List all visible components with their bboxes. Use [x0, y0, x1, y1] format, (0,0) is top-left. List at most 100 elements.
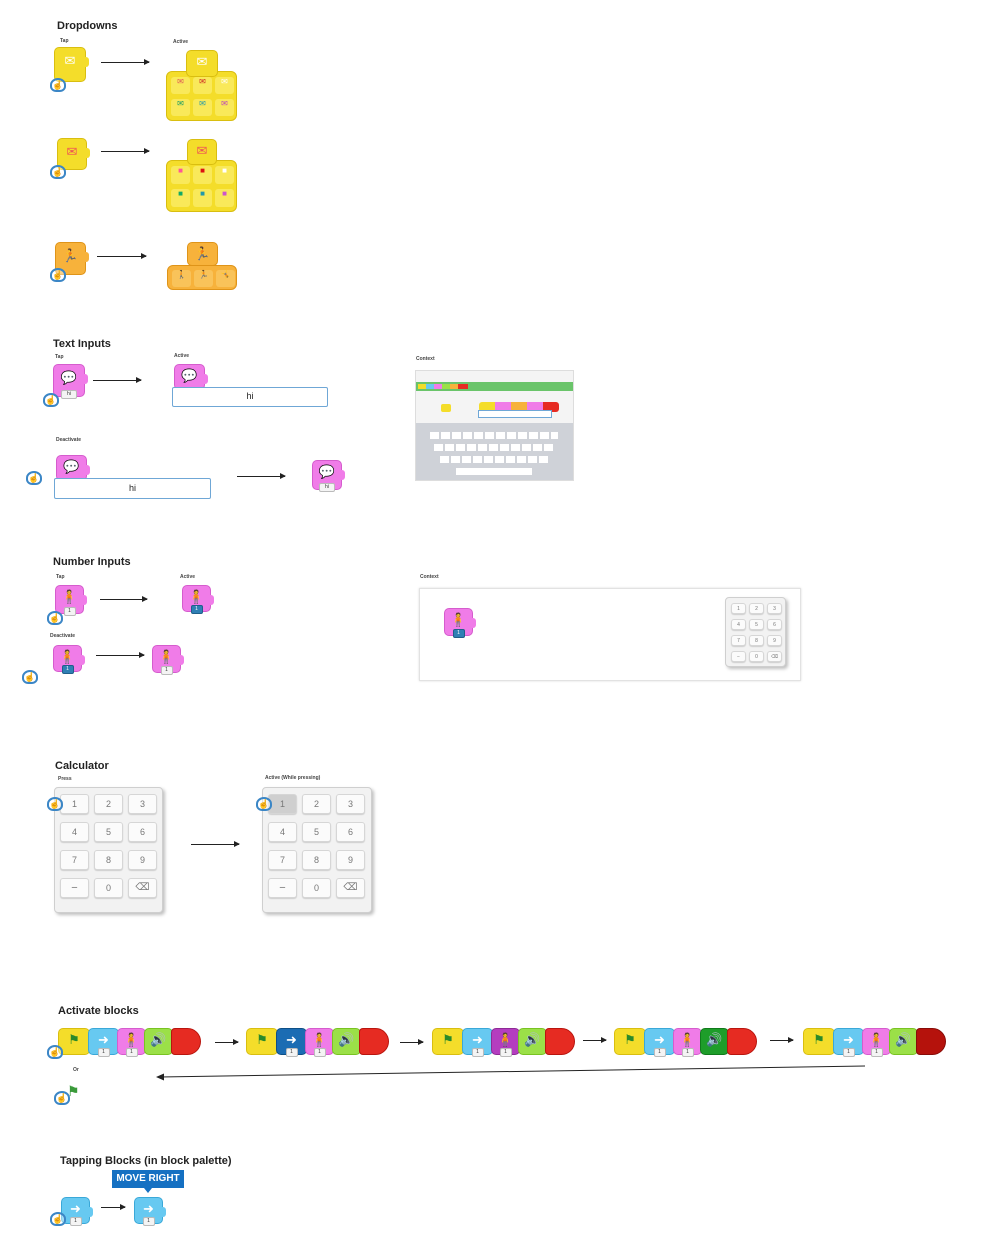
envelope-option[interactable]: ✉	[215, 99, 234, 116]
envelope-option[interactable]: ✉	[215, 77, 234, 94]
move-right-block[interactable]: ➜1	[833, 1028, 864, 1057]
up-block-value[interactable]: 1	[870, 1048, 883, 1057]
end-block[interactable]	[545, 1028, 575, 1055]
tap-hand-icon: ☝	[26, 471, 42, 485]
envelope-option[interactable]: ✉	[193, 77, 212, 94]
key-6[interactable]: 6	[336, 822, 365, 842]
green-flag-block[interactable]: ⚑	[58, 1028, 90, 1055]
key-6[interactable]: 6	[128, 822, 157, 842]
green-flag-block[interactable]: ⚑	[432, 1028, 464, 1055]
key-1-pressed[interactable]: 1	[268, 794, 297, 814]
key-4[interactable]: 4	[268, 822, 297, 842]
key-7[interactable]: 7	[60, 850, 89, 870]
message-option[interactable]: ■	[215, 166, 234, 184]
green-flag-block[interactable]: ⚑	[246, 1028, 278, 1055]
say-block-result[interactable]: 💬 hi	[312, 460, 345, 492]
envelope-option[interactable]: ✉	[171, 77, 190, 94]
message-option[interactable]: ■	[171, 189, 190, 207]
sound-block[interactable]: 🔊	[518, 1028, 547, 1055]
up-block[interactable]: 🧍1	[862, 1028, 891, 1057]
green-flag-block[interactable]: ⚑	[614, 1028, 646, 1055]
sound-block[interactable]: 🔊	[332, 1028, 361, 1055]
move-right-block-active[interactable]: ➜1	[276, 1028, 307, 1057]
say-block[interactable]: 💬 hi	[53, 364, 88, 399]
move-right-block-value[interactable]: 1	[653, 1048, 666, 1057]
move-right-block[interactable]: ➜1	[88, 1028, 119, 1057]
move-right-block-value[interactable]: 1	[69, 1217, 82, 1226]
key-4[interactable]: 4	[60, 822, 89, 842]
key-3[interactable]: 3	[128, 794, 157, 814]
move-right-block[interactable]: ➜1	[462, 1028, 493, 1057]
up-block-value[interactable]: 1	[499, 1048, 512, 1057]
message-option[interactable]: ■	[171, 166, 190, 184]
say-block-result-value[interactable]: hi	[319, 483, 335, 492]
key-minus[interactable]: −	[268, 878, 297, 898]
move-right-block-value[interactable]: 1	[97, 1048, 110, 1057]
key-7[interactable]: 7	[268, 850, 297, 870]
key-8[interactable]: 8	[94, 850, 123, 870]
key-8[interactable]: 8	[302, 850, 331, 870]
key-backspace[interactable]: ⌫	[336, 878, 365, 898]
envelope-icon: ✉	[64, 53, 76, 68]
key-9[interactable]: 9	[128, 850, 157, 870]
motion-option[interactable]: 🏃	[194, 270, 213, 287]
key-3[interactable]: 3	[336, 794, 365, 814]
envelope-option[interactable]: ✉	[193, 99, 212, 116]
motion-option[interactable]: 🚶	[172, 270, 191, 287]
up-block-active[interactable]: 🧍1	[491, 1028, 520, 1057]
text-input-field[interactable]: hi	[172, 387, 328, 407]
key-0[interactable]: 0	[94, 878, 123, 898]
key-minus[interactable]: −	[60, 878, 89, 898]
move-right-block-tapped[interactable]: ➜ 1	[134, 1197, 166, 1226]
up-block[interactable]: 🧍1	[305, 1028, 334, 1057]
up-block-editing-value[interactable]: 1	[61, 665, 74, 674]
move-right-block-value[interactable]: 1	[285, 1048, 298, 1057]
sound-block-active[interactable]: 🔊	[700, 1028, 729, 1055]
key-5[interactable]: 5	[302, 822, 331, 842]
message-dropdown-block[interactable]: ✉	[57, 138, 90, 170]
up-block-value[interactable]: 1	[63, 607, 76, 616]
message-option[interactable]: ■	[193, 189, 212, 207]
key-backspace[interactable]: ⌫	[128, 878, 157, 898]
envelope-option[interactable]: ✉	[171, 99, 190, 116]
tap-hand-icon: ☝	[54, 1091, 70, 1105]
arrow-icon	[400, 1039, 424, 1045]
end-block[interactable]	[359, 1028, 389, 1055]
text-input-field-deactivating[interactable]: hi	[54, 478, 211, 499]
green-flag-block[interactable]: ⚑	[803, 1028, 835, 1055]
up-block-value[interactable]: 1	[313, 1048, 326, 1057]
key-2[interactable]: 2	[302, 794, 331, 814]
up-block-result-value[interactable]: 1	[160, 666, 173, 675]
envelope-dropdown-block[interactable]: ✉	[54, 47, 89, 82]
move-right-block[interactable]: ➜1	[644, 1028, 675, 1057]
message-option[interactable]: ■	[193, 166, 212, 184]
end-block[interactable]	[171, 1028, 201, 1055]
up-block-value[interactable]: 1	[125, 1048, 138, 1057]
move-right-block-value[interactable]: 1	[842, 1048, 855, 1057]
key-9[interactable]: 9	[336, 850, 365, 870]
end-block[interactable]	[727, 1028, 757, 1055]
up-block[interactable]: 🧍1	[673, 1028, 702, 1057]
person-icon: 🏃	[62, 248, 79, 263]
up-block-result[interactable]: 🧍 1	[152, 645, 184, 675]
key-1[interactable]: 1	[60, 794, 89, 814]
tap-hand-icon: ☝	[50, 268, 66, 282]
say-block-value[interactable]: hi	[61, 390, 77, 399]
message-option[interactable]: ■	[215, 189, 234, 207]
sound-block[interactable]: 🔊	[144, 1028, 173, 1055]
key-0[interactable]: 0	[302, 878, 331, 898]
up-block-value[interactable]: 1	[681, 1048, 694, 1057]
key-2[interactable]: 2	[94, 794, 123, 814]
number-inputs-title: Number Inputs	[53, 556, 131, 568]
up-block-active-value[interactable]: 1	[190, 605, 203, 614]
key-5[interactable]: 5	[94, 822, 123, 842]
end-block-active[interactable]	[916, 1028, 946, 1055]
up-block[interactable]: 🧍1	[117, 1028, 146, 1057]
motion-option[interactable]: 🤸	[216, 270, 235, 287]
up-block[interactable]: 🧍 1	[55, 585, 87, 616]
speaker-icon: 🔊	[338, 1032, 355, 1047]
sound-block[interactable]: 🔊	[889, 1028, 918, 1055]
move-right-block-tapped-value[interactable]: 1	[142, 1217, 155, 1226]
green-flag-icon[interactable]: ⚑	[67, 1083, 80, 1099]
move-right-block-value[interactable]: 1	[471, 1048, 484, 1057]
